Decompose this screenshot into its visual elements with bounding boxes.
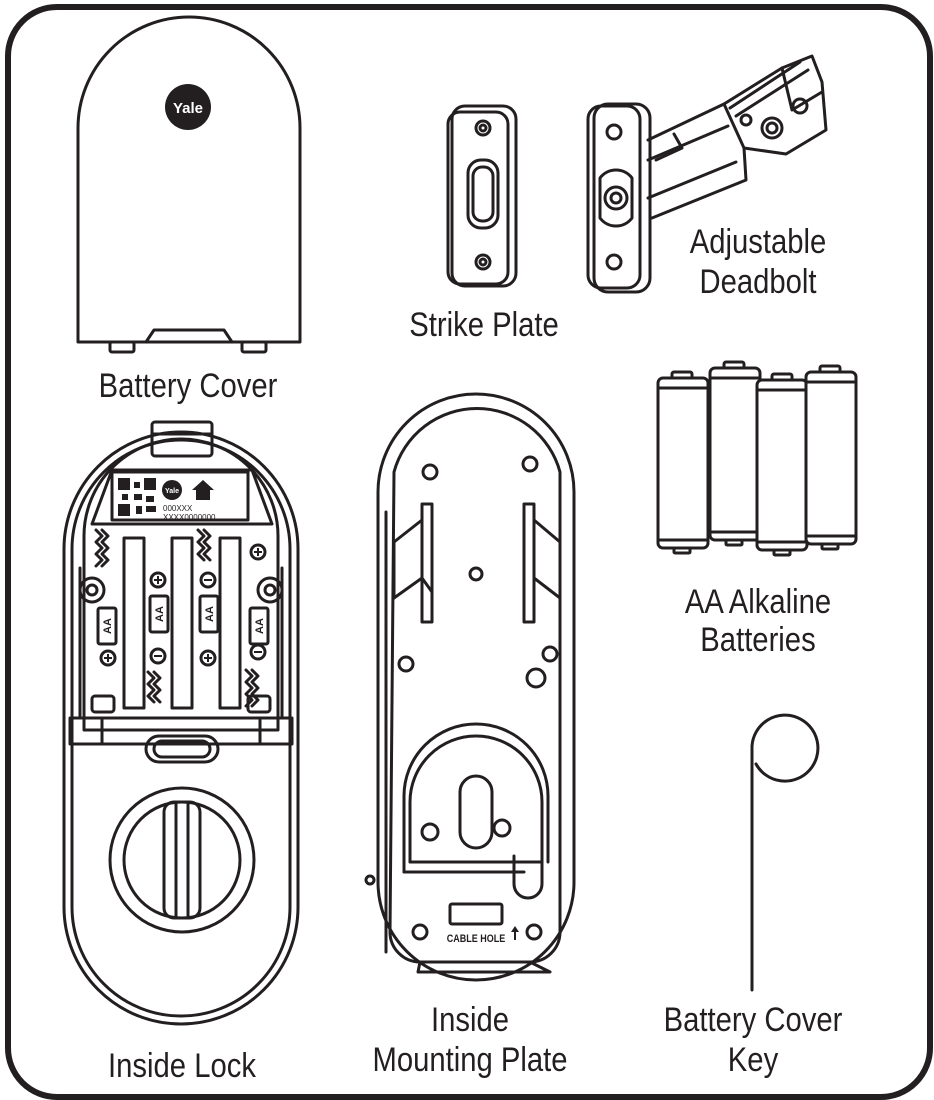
aa-marking-1: AA bbox=[102, 618, 114, 634]
sticker-yale-logo bbox=[162, 480, 182, 500]
battery-4 bbox=[806, 366, 856, 549]
thumb-turn-knob bbox=[164, 802, 200, 918]
battery-cover-key-label-line1: Battery Cover bbox=[663, 1001, 843, 1039]
battery-cover-drawing: Yale bbox=[76, 16, 302, 356]
home-icon bbox=[192, 480, 214, 500]
arrow-up-icon bbox=[511, 926, 519, 940]
qr-code-icon bbox=[118, 478, 156, 516]
aa-marking-4: AA bbox=[254, 618, 266, 634]
thumb-turn-base bbox=[110, 788, 254, 932]
sticker-serial-1: 000XXX bbox=[163, 504, 193, 513]
aa-marking-3: AA bbox=[204, 606, 216, 622]
diagram-frame bbox=[5, 4, 933, 1100]
mounting-plate-label-line1: Inside bbox=[430, 1001, 510, 1039]
battery-2 bbox=[710, 362, 760, 545]
strike-plate-label: Strike Plate bbox=[409, 306, 559, 344]
adjustable-deadbolt-label-line2: Deadbolt bbox=[699, 263, 817, 301]
battery-compartment: AA AA AA AA bbox=[80, 530, 282, 718]
strike-plate-drawing bbox=[446, 104, 522, 288]
yale-logo-text: Yale bbox=[173, 100, 203, 117]
inside-lock-label: Inside Lock bbox=[108, 1047, 256, 1085]
mounting-plate-drawing: CABLE HOLE bbox=[364, 392, 576, 990]
battery-1 bbox=[658, 372, 708, 553]
cable-hole-text: CABLE HOLE bbox=[447, 933, 506, 945]
inside-lock-drawing: Yale 000XXX XXXX0000000 AA AA AA AA bbox=[62, 418, 302, 1028]
aa-batteries-label-line2: Batteries bbox=[700, 621, 816, 659]
aa-batteries-label-line1: AA Alkaline bbox=[684, 583, 832, 621]
battery-cover-key-drawing bbox=[740, 708, 820, 992]
sticker-yale-logo-text: Yale bbox=[165, 488, 179, 495]
sticker-serial-2: XXXX0000000 bbox=[163, 513, 216, 522]
adjustable-deadbolt-drawing bbox=[586, 48, 832, 294]
aa-marking-2: AA bbox=[154, 606, 166, 622]
aa-batteries-drawing bbox=[654, 360, 858, 560]
mounting-plate-label-line2: Mounting Plate bbox=[372, 1041, 568, 1079]
battery-3 bbox=[757, 374, 807, 555]
adjustable-deadbolt-label-line1: Adjustable bbox=[689, 223, 827, 261]
battery-cover-label: Battery Cover bbox=[98, 367, 278, 405]
battery-cover-key-label-line2: Key bbox=[727, 1041, 779, 1079]
yale-logo-badge bbox=[165, 84, 211, 130]
